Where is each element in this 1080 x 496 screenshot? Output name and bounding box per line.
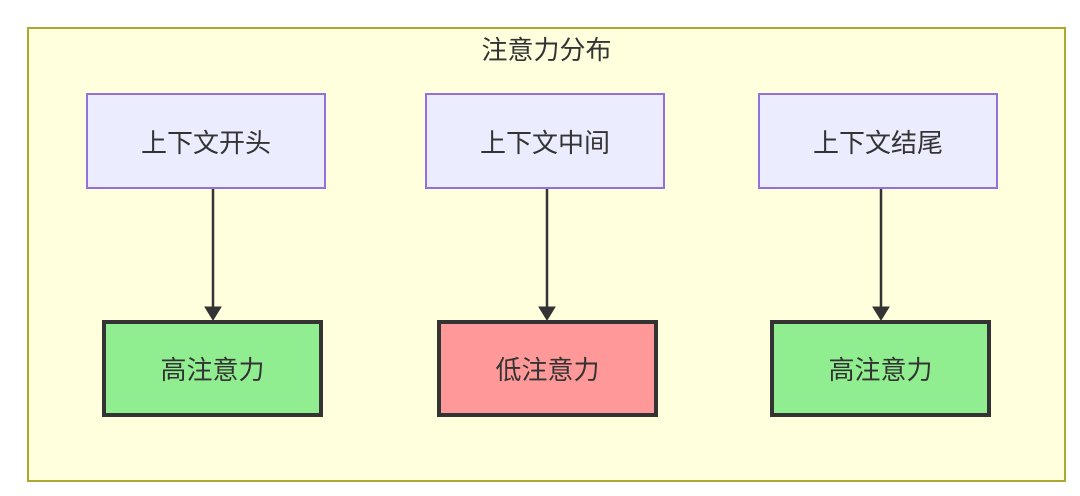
cluster-title: 注意力分布 — [481, 35, 612, 65]
arrow-down-connector-1 — [204, 189, 222, 320]
node-context-middle: 上下文中间 — [425, 93, 665, 189]
arrow-down-connector-3 — [872, 189, 890, 320]
node-context-beginning: 上下文开头 — [86, 93, 326, 189]
attention-distribution-cluster: 注意力分布 上下文开头 高注意力 上下文中间 低注意力 上下文结尾 高注意力 — [27, 27, 1066, 482]
node-high-attention-2: 高注意力 — [770, 320, 991, 417]
node-context-end: 上下文结尾 — [758, 93, 998, 189]
node-low-attention: 低注意力 — [437, 320, 658, 417]
node-high-attention-1: 高注意力 — [102, 320, 323, 417]
arrow-down-connector-2 — [538, 189, 556, 320]
